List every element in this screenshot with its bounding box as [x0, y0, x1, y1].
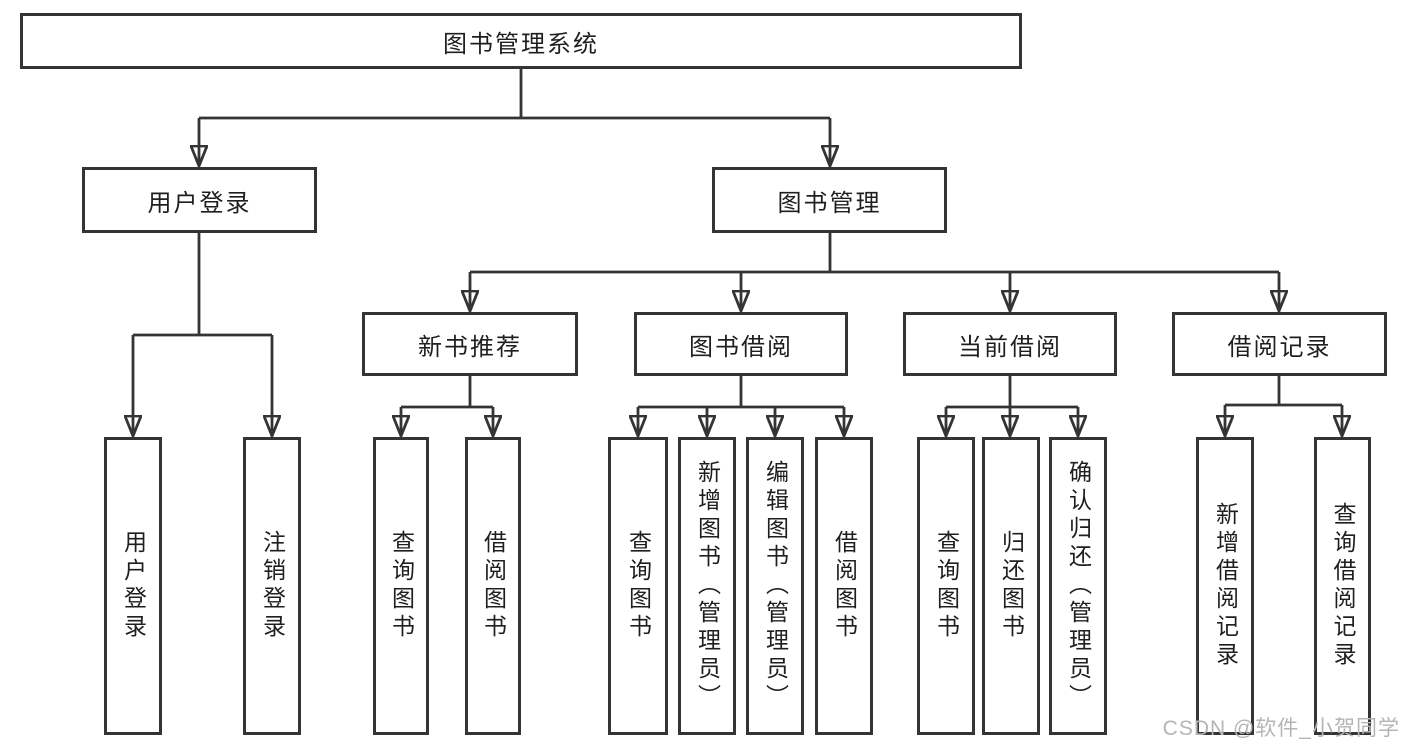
node-current-borrow-label: 当前借阅 [958, 333, 1062, 361]
leaf-cb-return-book: 归还图书 [982, 437, 1040, 735]
node-new-book-recommend-label: 新书推荐 [418, 333, 522, 361]
node-current-borrow: 当前借阅 [903, 312, 1117, 376]
node-book-management: 图书管理 [712, 167, 947, 233]
node-book-borrow-label: 图书借阅 [689, 333, 793, 361]
leaf-bb-add-book-admin: 新增图书（管理员） [678, 437, 736, 735]
leaf-bb-query-book: 查询图书 [608, 437, 668, 735]
leaf-nbr-query-book: 查询图书 [373, 437, 429, 735]
leaf-login-logout: 注销登录 [243, 437, 301, 735]
leaf-bb-borrow-book: 借阅图书 [815, 437, 873, 735]
node-borrow-record-label: 借阅记录 [1227, 333, 1332, 361]
leaf-cb-confirm-return-admin: 确认归还（管理员） [1049, 437, 1107, 735]
node-root-label: 图书管理系统 [443, 30, 599, 58]
leaf-login-user-login: 用户登录 [104, 437, 162, 735]
leaf-br-query-record: 查询借阅记录 [1314, 437, 1371, 735]
leaf-br-add-record: 新增借阅记录 [1196, 437, 1254, 735]
node-book-borrow: 图书借阅 [634, 312, 848, 376]
node-new-book-recommend: 新书推荐 [362, 312, 578, 376]
node-user-login-label: 用户登录 [147, 189, 252, 217]
node-book-management-label: 图书管理 [777, 189, 882, 217]
node-borrow-record: 借阅记录 [1172, 312, 1387, 376]
node-root: 图书管理系统 [20, 13, 1022, 69]
leaf-nbr-borrow-book: 借阅图书 [465, 437, 521, 735]
watermark-text: CSDN @软件_小贺同学 [1162, 717, 1400, 740]
leaf-bb-edit-book-admin: 编辑图书（管理员） [746, 437, 804, 735]
node-user-login: 用户登录 [82, 167, 317, 233]
leaf-cb-query-book: 查询图书 [917, 437, 975, 735]
